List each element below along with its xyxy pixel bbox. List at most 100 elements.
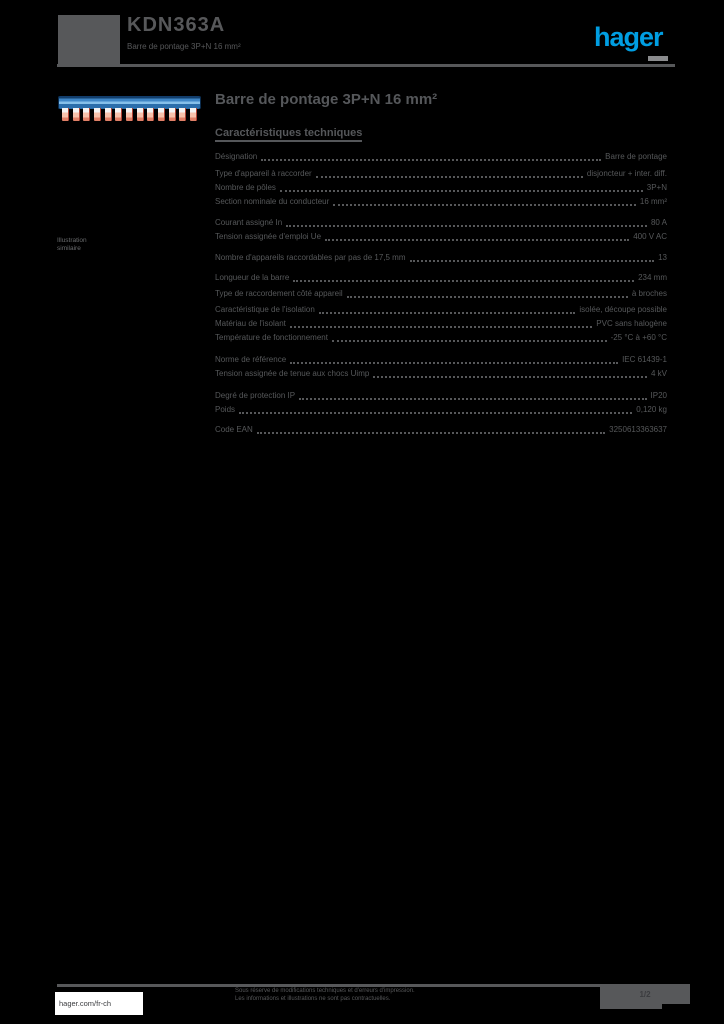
footer-rule	[57, 984, 690, 987]
spec-leader	[409, 260, 655, 262]
footer-disclaimer-line: Sous réserve de modifications techniques…	[235, 988, 415, 994]
spec-leader	[279, 190, 643, 192]
spec-leader	[318, 312, 576, 314]
spec-row: Section nominale du conducteur 16 mm²	[215, 195, 667, 209]
spec-leader	[346, 296, 628, 298]
footer-link[interactable]: hager.com/fr-ch	[59, 999, 112, 1008]
busbar-pin	[83, 108, 91, 121]
header-product-mark	[58, 15, 120, 66]
spec-leader	[331, 340, 607, 342]
image-caption-line: Illustration	[57, 237, 87, 244]
spec-value: IP20	[650, 391, 667, 400]
spec-value: PVC sans halogène	[596, 319, 667, 328]
busbar-pin	[72, 108, 80, 121]
busbar-pin	[147, 108, 155, 121]
spec-leader	[333, 204, 636, 206]
spec-row: Caractéristique de l'isolation isolée, dé…	[215, 303, 667, 317]
hager-logo-underline	[648, 56, 668, 61]
spec-label: Tension assignée de tenue aux chocs Uimp	[215, 369, 370, 378]
spec-label: Longueur de la barre	[215, 273, 290, 282]
spec-leader	[315, 176, 583, 178]
spec-row: Type d'appareil à raccorder disjoncteur +…	[215, 167, 667, 181]
header-rule	[57, 64, 675, 67]
spec-value: 80 A	[650, 218, 667, 227]
spec-label: Degré de protection IP	[215, 391, 296, 400]
spec-label: Norme de référence	[215, 355, 287, 364]
busbar-pin	[104, 108, 112, 121]
spec-label: Nombre d'appareils raccordables par pas …	[215, 253, 406, 262]
spec-value: 234 mm	[638, 273, 667, 282]
spec-value: isolée, découpe possible	[579, 305, 667, 314]
busbar-pin	[168, 108, 176, 121]
busbar-pin	[189, 108, 197, 121]
spec-value: IEC 61439-1	[622, 355, 667, 364]
footer-link-box: hager.com/fr-ch	[55, 992, 143, 1015]
spec-row: Matériau de l'isolant PVC sans halogène	[215, 317, 667, 331]
footer-disclaimer-line: Les informations et illustrations ne son…	[235, 995, 391, 1002]
spec-leader	[286, 225, 647, 227]
spec-value: 16 mm²	[639, 197, 667, 206]
spec-value: -25 °C à +60 °C	[610, 333, 667, 342]
image-caption-line: similaire	[57, 245, 81, 252]
hager-logo: hager	[594, 22, 664, 52]
spec-label: Nombre de pôles	[215, 183, 276, 192]
spec-value: 3P+N	[646, 183, 667, 192]
spec-row: Longueur de la barre 234 mm	[215, 271, 667, 285]
footer-disclaimer: Sous réserve de modifications techniques…	[235, 988, 461, 1003]
busbar-pins	[58, 108, 201, 121]
product-image	[58, 96, 201, 123]
spec-label: Caractéristique de l'isolation	[215, 305, 315, 314]
spec-value: à broches	[631, 289, 667, 298]
spec-value: 4 kV	[650, 369, 667, 378]
spec-value: 0,120 kg	[636, 405, 667, 414]
busbar-pin	[157, 108, 165, 121]
busbar-rail-icon	[58, 96, 201, 109]
section-heading: Caractéristiques techniques	[215, 127, 363, 142]
spec-label: Matériau de l'isolant	[215, 319, 286, 328]
spec-row: Poids 0,120 kg	[215, 403, 667, 417]
product-title: Barre de pontage 3P+N 16 mm²	[215, 91, 438, 108]
spec-value: 400 V AC	[633, 232, 667, 241]
busbar-pin	[115, 108, 123, 121]
spec-label: Section nominale du conducteur	[215, 197, 330, 206]
spec-row: Type de raccordement côté appareil à broc…	[215, 287, 667, 301]
spec-leader	[289, 326, 593, 328]
spec-leader	[293, 280, 635, 282]
spec-label: Température de fonctionnement	[215, 333, 328, 342]
spec-row: Tension assignée de tenue aux chocs Uimp…	[215, 367, 667, 381]
spec-leader	[239, 412, 633, 414]
spec-label: Courant assigné In	[215, 218, 283, 227]
spec-row: Nombre de pôles 3P+N	[215, 181, 667, 195]
spec-leader	[256, 432, 606, 434]
product-reference-subtitle: Barre de pontage 3P+N 16 mm²	[127, 42, 241, 51]
spec-leader	[325, 239, 630, 241]
product-reference: KDN363A	[127, 14, 226, 36]
spec-value: 3250613363637	[609, 425, 667, 434]
spec-label: Poids	[215, 405, 236, 414]
spec-leader	[373, 376, 647, 378]
spec-label: Code EAN	[215, 425, 253, 434]
spec-row: Température de fonctionnement -25 °C à +6…	[215, 331, 667, 345]
spec-value: disjoncteur + inter. diff.	[586, 169, 667, 178]
busbar-pin	[93, 108, 101, 121]
busbar-pin	[179, 108, 187, 121]
spec-value: 13	[658, 253, 667, 262]
busbar-pin	[125, 108, 133, 121]
spec-label: Désignation	[215, 152, 258, 161]
busbar-pin	[62, 108, 69, 121]
footer-page-box: 1/2	[600, 985, 690, 1004]
spec-row: Degré de protection IP IP20	[215, 389, 667, 403]
busbar-pin	[136, 108, 144, 121]
spec-leader	[290, 362, 619, 364]
spec-row: Code EAN 3250613363637	[215, 423, 667, 437]
spec-label: Type d'appareil à raccorder	[215, 169, 312, 178]
spec-row: Nombre d'appareils raccordables par pas …	[215, 251, 667, 265]
spec-label: Type de raccordement côté appareil	[215, 289, 343, 298]
spec-row: Courant assigné In 80 A	[215, 216, 667, 230]
spec-row: Norme de référence IEC 61439-1	[215, 353, 667, 367]
